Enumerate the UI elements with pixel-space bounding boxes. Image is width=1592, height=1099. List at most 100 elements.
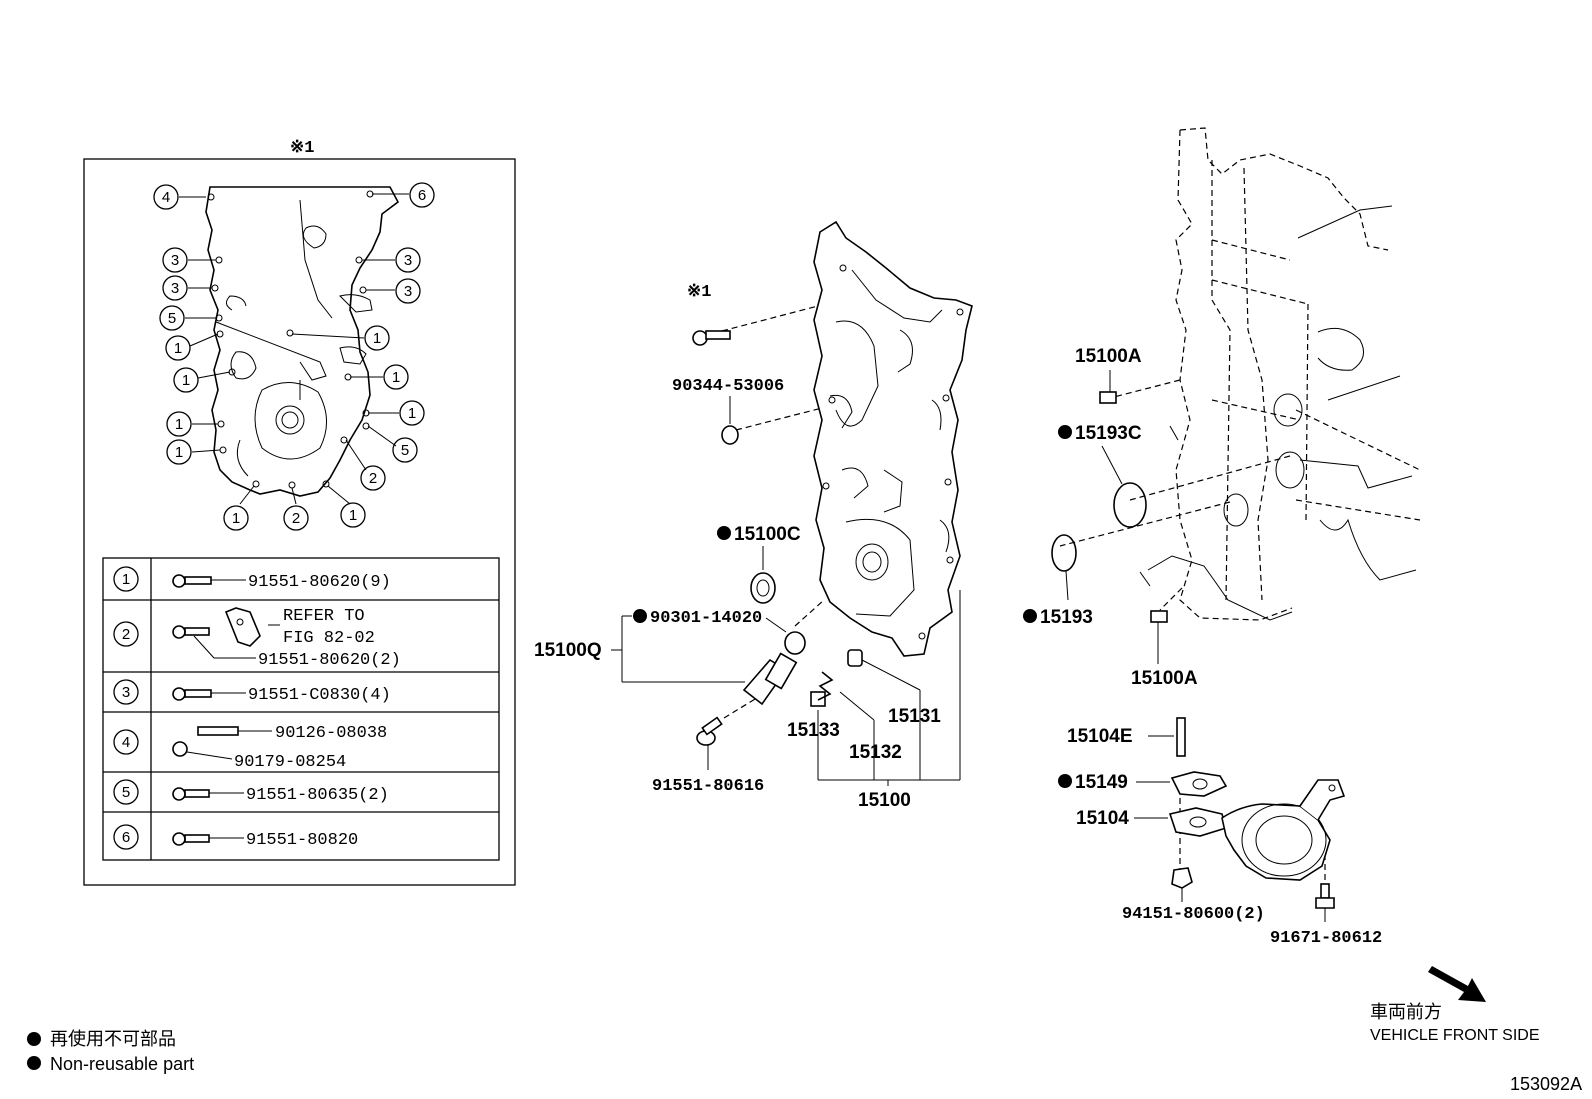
svg-text:1: 1 (175, 444, 183, 461)
svg-text:91551-80620(2): 91551-80620(2) (258, 651, 401, 670)
svg-text:15193: 15193 (1040, 607, 1093, 628)
svg-text:1: 1 (392, 369, 400, 386)
svg-text:3: 3 (404, 252, 412, 269)
svg-text:15100A: 15100A (1131, 668, 1198, 689)
callout-1d: 1 (166, 439, 221, 465)
callout-3d: 3 (366, 278, 421, 304)
callout-1b: 1 (173, 367, 231, 393)
svg-text:1: 1 (122, 571, 130, 588)
svg-text:3: 3 (171, 280, 179, 297)
bullet-dot-icon (27, 1056, 41, 1070)
vehicle-front-direction: 車両前方 VEHICLE FRONT SIDE (1370, 966, 1540, 1044)
part-91551-80616: 91551-80616 (652, 716, 764, 796)
callout-6: 6 (372, 182, 435, 208)
non-reusable-legend: 再使用不可部品 Non-reusable part (27, 1029, 194, 1074)
bolt-91671: 91671-80612 (1270, 883, 1382, 948)
svg-text:VEHICLE FRONT SIDE: VEHICLE FRONT SIDE (1370, 1027, 1540, 1044)
non-reusable-dot (1058, 774, 1072, 788)
callout-1a: 1 (165, 333, 219, 361)
svg-text:1: 1 (175, 416, 183, 433)
callout-2a: 2 (345, 439, 386, 491)
timing-cover (813, 220, 973, 657)
nut-94151: 94151-80600(2) (1122, 867, 1265, 924)
callout-3b: 3 (162, 275, 212, 301)
part-15100A-bottom: 15100A (1131, 610, 1198, 689)
svg-text:15100Q: 15100Q (534, 640, 602, 661)
svg-text:15193C: 15193C (1075, 423, 1142, 444)
callout-3c: 3 (362, 247, 421, 273)
svg-text:91551-80635(2): 91551-80635(2) (246, 786, 389, 805)
svg-text:1: 1 (349, 507, 357, 524)
engine-block-drawing (1139, 127, 1421, 621)
callout-2b: 2 (283, 487, 309, 531)
label-15104E: 15104E (1067, 726, 1133, 747)
label-15100: 15100 (858, 790, 911, 811)
relief-valve-parts: 15133 15132 15131 15100 (787, 590, 961, 811)
front-arrow-icon (1428, 966, 1486, 1002)
table-row: 6 91551-80820 (113, 824, 358, 850)
label-15133: 15133 (787, 720, 840, 741)
inset-frame (83, 158, 516, 886)
svg-text:再使用不可部品: 再使用不可部品 (50, 1029, 176, 1049)
svg-text:5: 5 (122, 784, 130, 801)
callout-1h: 1 (223, 485, 255, 531)
callout-1g: 1 (368, 400, 425, 426)
svg-text:3: 3 (122, 684, 130, 701)
inset-marker: ※1 (290, 139, 314, 158)
label-15104: 15104 (1076, 808, 1129, 829)
part-15100C-oil-seal: 15100C (717, 524, 801, 604)
figure-id: 153092A (1510, 1074, 1582, 1094)
svg-text:90301-14020: 90301-14020 (650, 609, 762, 628)
label-15149: 15149 (1075, 772, 1128, 793)
svg-text:6: 6 (122, 829, 130, 846)
callout-1e: 1 (291, 325, 390, 351)
svg-text:REFER TO: REFER TO (283, 607, 365, 626)
table-row: 5 91551-80635(2) (113, 779, 389, 805)
svg-text:91551-80616: 91551-80616 (652, 777, 764, 796)
svg-text:車両前方: 車両前方 (1370, 1002, 1442, 1022)
non-reusable-dot (1023, 609, 1037, 623)
svg-text:4: 4 (162, 189, 170, 206)
table-row: 2 REFER TO FIG 82-02 91551-80620(2) (113, 607, 401, 670)
svg-text:5: 5 (168, 310, 176, 327)
callout-1c: 1 (166, 411, 218, 437)
table-row: 4 90126-08038 90179-08254 (113, 724, 387, 772)
svg-text:91551-80820: 91551-80820 (246, 831, 358, 850)
svg-text:1: 1 (408, 405, 416, 422)
non-reusable-dot (633, 609, 647, 623)
non-reusable-dot (717, 526, 731, 540)
inset-callouts: 4 6 3 3 3 3 5 1 1 1 1 1 1 1 5 2 1 2 1 (153, 182, 435, 531)
bullet-dot-icon (27, 1032, 41, 1046)
oil-strainer-group: 15104E 15149 15104 94151-80600(2) 91671-… (1058, 717, 1382, 948)
svg-text:90179-08254: 90179-08254 (234, 753, 346, 772)
svg-text:5: 5 (401, 442, 409, 459)
part-15193C: 15193C (1058, 423, 1147, 528)
part-15100Q-ocv: 15100Q (534, 615, 798, 706)
inset-panel: ※1 4 6 3 3 3 3 5 1 1 (83, 139, 516, 886)
svg-text:FIG 82-02: FIG 82-02 (283, 629, 375, 648)
callout-1i: 1 (327, 485, 366, 528)
svg-text:91551-C0830(4): 91551-C0830(4) (248, 686, 391, 705)
callout-1f: 1 (350, 364, 409, 390)
svg-text:15100C: 15100C (734, 524, 801, 545)
callout-5b: 5 (367, 425, 418, 463)
svg-text:94151-80600(2): 94151-80600(2) (1122, 905, 1265, 924)
svg-text:15100A: 15100A (1075, 346, 1142, 367)
svg-text:90344-53006: 90344-53006 (672, 377, 784, 396)
svg-text:Non-reusable part: Non-reusable part (50, 1054, 194, 1074)
table-row: 3 91551-C0830(4) (113, 679, 391, 705)
svg-text:1: 1 (232, 510, 240, 527)
part-15193: 15193 (1023, 534, 1093, 628)
inset-cover-drawing (205, 186, 400, 497)
timing-cover-assembly (813, 220, 973, 657)
svg-text:4: 4 (122, 734, 130, 751)
svg-text:91671-80612: 91671-80612 (1270, 929, 1382, 948)
svg-text:90126-08038: 90126-08038 (275, 724, 387, 743)
table-row: 1 91551-80620(9) (113, 566, 391, 592)
svg-text:1: 1 (182, 372, 190, 389)
svg-text:6: 6 (418, 187, 426, 204)
part-90344-53006: 90344-53006 (672, 377, 784, 445)
bolt-marker-1: ※1 (687, 283, 731, 346)
svg-text:3: 3 (171, 252, 179, 269)
